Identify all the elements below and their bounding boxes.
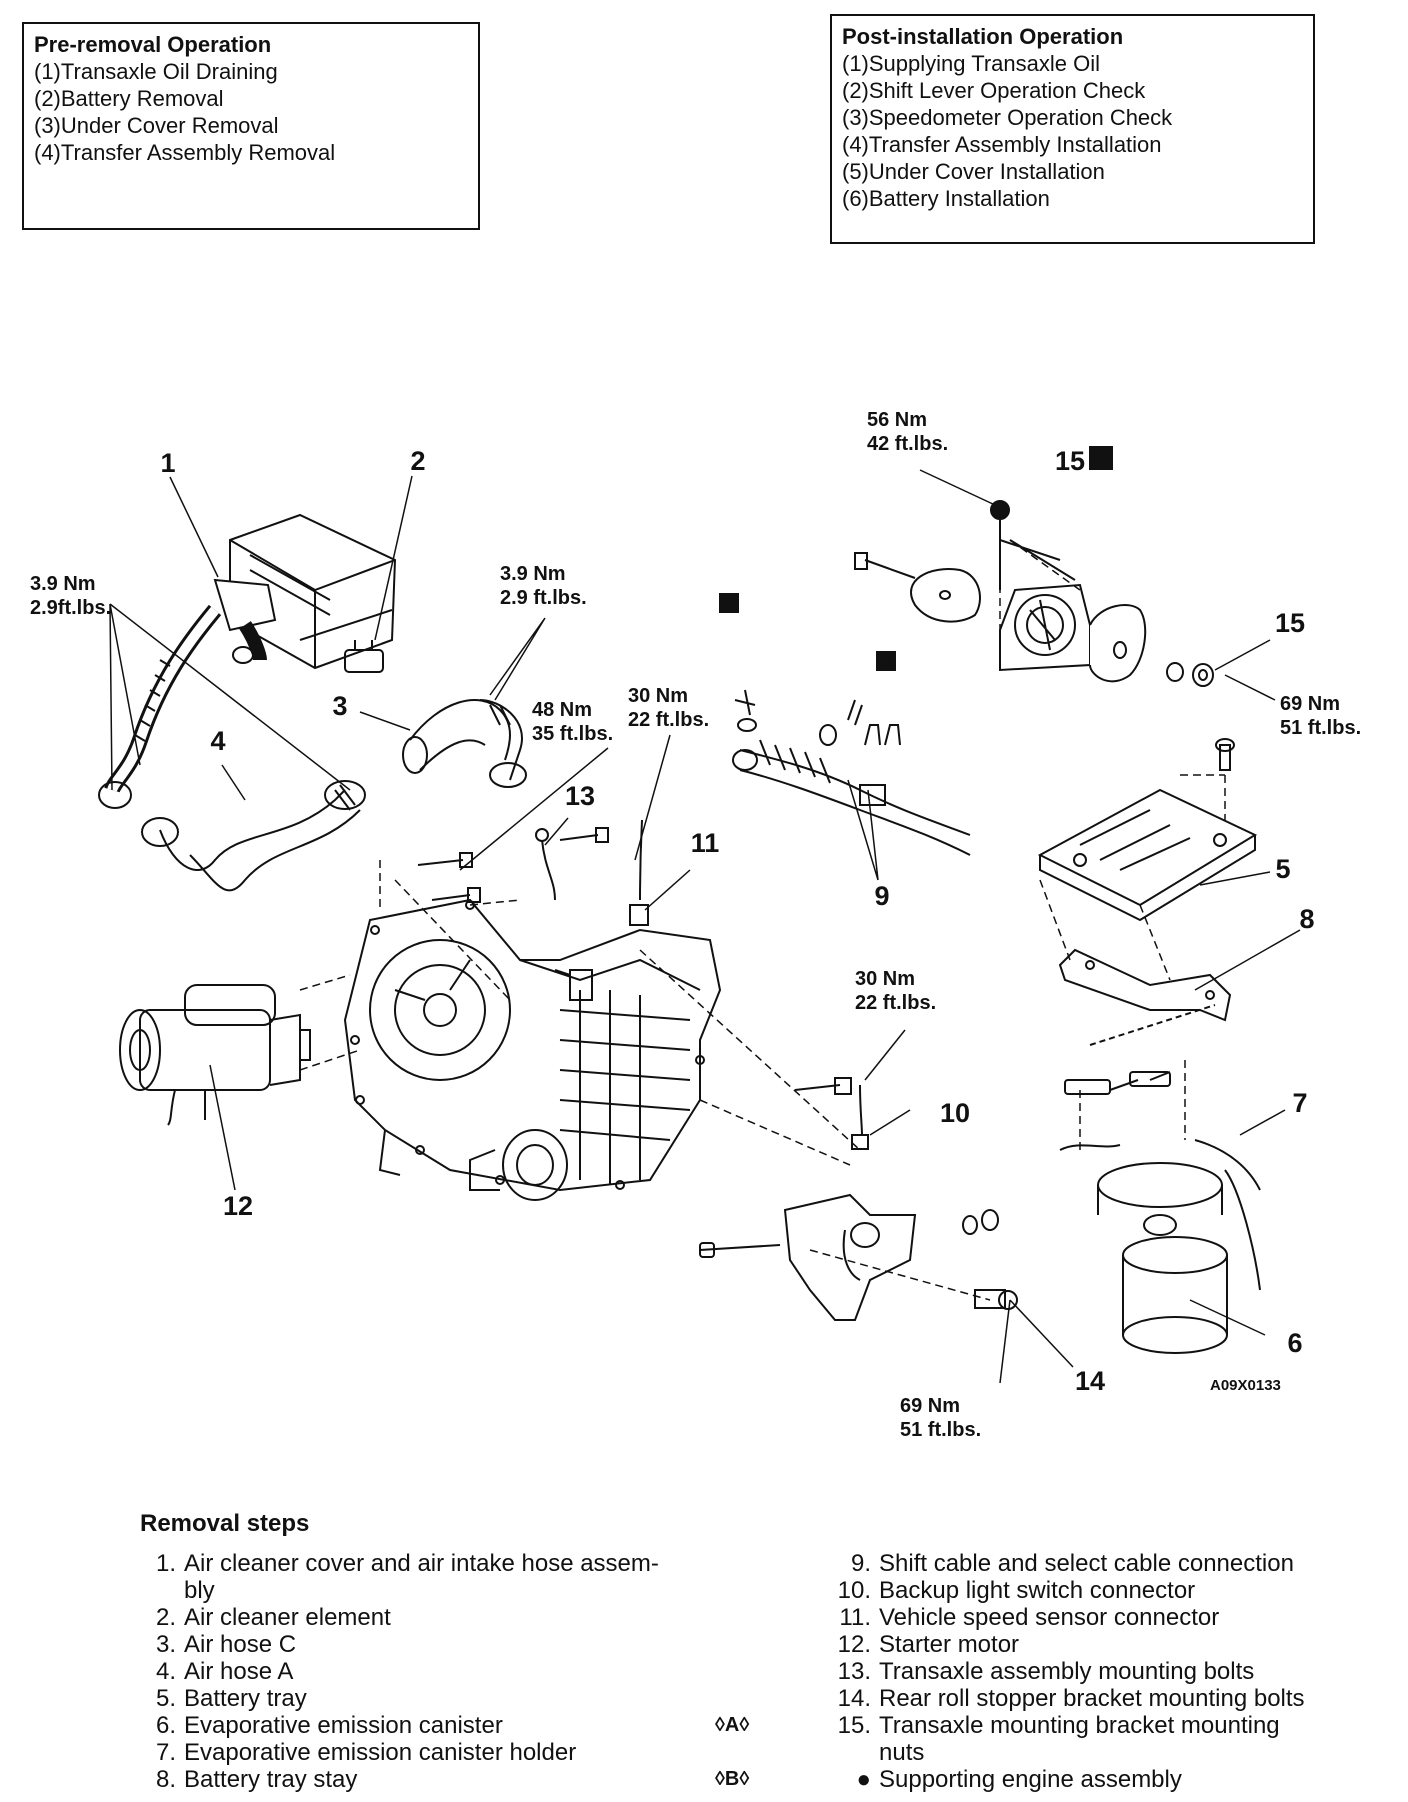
callout-6: 6 (1287, 1328, 1302, 1358)
step-item: 11.Vehicle speed sensor connector (839, 1604, 1220, 1631)
alignment-lines (299, 520, 1226, 1301)
step-item: 15.Transaxle mounting bracket mounting (837, 1712, 1280, 1739)
callout-15: 15 (1275, 608, 1305, 638)
pre-removal-item: (2)Battery Removal (34, 86, 224, 111)
pre-removal-item: (3)Under Cover Removal (34, 113, 279, 138)
post-installation-item: (5)Under Cover Installation (842, 159, 1105, 184)
callout-2: 2 (410, 446, 425, 476)
post-installation-title: Post-installation Operation (842, 24, 1124, 49)
evaporative-emission-canister-holder (1059, 1071, 1261, 1291)
battery-tray-stay (1058, 948, 1232, 1046)
post-installation-item: (1)Supplying Transaxle Oil (842, 51, 1101, 76)
callout-11: 11 (691, 828, 720, 858)
callout-14: 14 (1075, 1366, 1105, 1396)
rear-roll-stopper-bracket (699, 1193, 1018, 1321)
torque-spec-nm: 56 Nm (867, 409, 927, 431)
step-item: 4.Air hose A (155, 1658, 294, 1685)
pre-removal-item: (1)Transaxle Oil Draining (34, 59, 278, 84)
pre-removal-item: (4)Transfer Assembly Removal (34, 140, 336, 165)
removal-steps-left-column: 1.Air cleaner cover and air intake hose … (140, 1550, 750, 1793)
torque-spec-ftlbs: 35 ft.lbs. (532, 723, 613, 745)
torque-spec-nm: 3.9 Nm (30, 573, 96, 595)
mounting-bolts (417, 827, 609, 1001)
torque-spec-ftlbs: 22 ft.lbs. (855, 992, 936, 1014)
leader-lines (109, 469, 1301, 1384)
torque-spec-ftlbs: 42 ft.lbs. (867, 433, 948, 455)
transaxle-mounting-bracket (854, 500, 1214, 687)
air-cleaner-cover (213, 513, 397, 670)
torque-spec-ftlbs: 51 ft.lbs. (1280, 717, 1361, 739)
torque-spec-nm: 3.9 Nm (500, 563, 566, 585)
torque-spec-ftlbs: 2.9ft.lbs. (30, 597, 111, 619)
callout-7: 7 (1292, 1088, 1307, 1118)
air-intake-hose (98, 604, 267, 809)
torque-spec-ftlbs: 22 ft.lbs. (628, 709, 709, 731)
torque-spec-nm: 30 Nm (628, 685, 688, 707)
torque-spec-ftlbs: 51 ft.lbs. (900, 1419, 981, 1441)
post-installation-box: Post-installation Operation (1)Supplying… (830, 14, 1315, 244)
callout-9: 9 (874, 881, 889, 911)
n-mark-label: N (881, 654, 892, 671)
callout-8: 8 (1299, 904, 1314, 934)
step-item: 10.Backup light switch connector (837, 1577, 1196, 1604)
post-installation-item: (4)Transfer Assembly Installation (842, 132, 1162, 157)
backup-light-switch-connector (794, 1077, 869, 1150)
callout-10: 10 (940, 1098, 970, 1128)
step-item: 1.Air cleaner cover and air intake hose … (155, 1550, 659, 1577)
n-mark-icon: N (876, 651, 896, 671)
air-hose-c (402, 699, 527, 788)
step-item: 12.Starter motor (837, 1631, 1020, 1658)
step-item: 14.Rear roll stopper bracket mounting bo… (837, 1685, 1305, 1712)
n-mark-label: N (1096, 451, 1107, 468)
callout-3: 3 (332, 691, 347, 721)
step-item: 7.Evaporative emission canister holder (155, 1739, 577, 1766)
post-installation-item: (3)Speedometer Operation Check (842, 105, 1173, 130)
pre-removal-box: Pre-removal Operation (1)Transaxle Oil D… (22, 22, 480, 230)
air-hose-a (141, 780, 366, 892)
step-mark: ◊A◊ (715, 1714, 750, 1736)
transaxle-assembly (343, 898, 722, 1201)
callout-15: 15 (1055, 446, 1085, 476)
callout-13: 13 (565, 781, 595, 811)
step-item: ●Supporting engine assembly (856, 1766, 1182, 1793)
step-item: 13.Transaxle assembly mounting bolts (837, 1658, 1255, 1685)
pre-removal-title: Pre-removal Operation (34, 32, 272, 57)
figure-code: A09X0133 (1210, 1377, 1281, 1394)
torque-spec-nm: 69 Nm (900, 1395, 960, 1417)
step-item: 2.Air cleaner element (155, 1604, 391, 1631)
battery-tray (1037, 738, 1258, 922)
step-item: 3.Air hose C (155, 1631, 297, 1658)
n-mark-icon: N (719, 593, 739, 613)
torque-spec-ftlbs: 2.9 ft.lbs. (500, 587, 587, 609)
callout-12: 12 (223, 1191, 253, 1221)
post-installation-item: (6)Battery Installation (842, 186, 1050, 211)
torque-spec-nm: 69 Nm (1280, 693, 1340, 715)
post-installation-item: (2)Shift Lever Operation Check (842, 78, 1146, 103)
n-mark-icon: N (1089, 446, 1113, 470)
step-item: 8.Battery tray stay◊B◊ (155, 1766, 750, 1793)
n-mark-label: N (724, 596, 735, 613)
starter-motor (119, 984, 311, 1126)
torque-spec-nm: 48 Nm (532, 699, 592, 721)
evaporative-emission-canister (1122, 1214, 1228, 1354)
step-mark: ◊B◊ (715, 1768, 750, 1790)
sensor-connector (344, 640, 384, 673)
step-item: nuts (879, 1739, 925, 1766)
shift-cable (732, 689, 971, 856)
step-item: bly (184, 1577, 215, 1604)
vehicle-speed-sensor-connector (629, 819, 649, 926)
torque-spec-nm: 30 Nm (855, 968, 915, 990)
removal-steps-heading: Removal steps (140, 1510, 310, 1537)
callout-1: 1 (160, 448, 175, 478)
callout-5: 5 (1275, 854, 1290, 884)
removal-steps: Removal steps 1.Air cleaner cover and ai… (140, 1510, 1400, 1793)
exploded-diagram: N N N 1 2 3 4 5 6 7 8 9 10 11 12 13 14 1… (30, 409, 1361, 1441)
callout-4: 4 (210, 726, 225, 756)
step-item: 9.Shift cable and select cable connectio… (850, 1550, 1294, 1577)
step-item: 6.Evaporative emission canister◊A◊ (155, 1712, 750, 1739)
removal-steps-right-column: 9.Shift cable and select cable connectio… (835, 1550, 1305, 1793)
step-item: 5.Battery tray (155, 1685, 307, 1712)
